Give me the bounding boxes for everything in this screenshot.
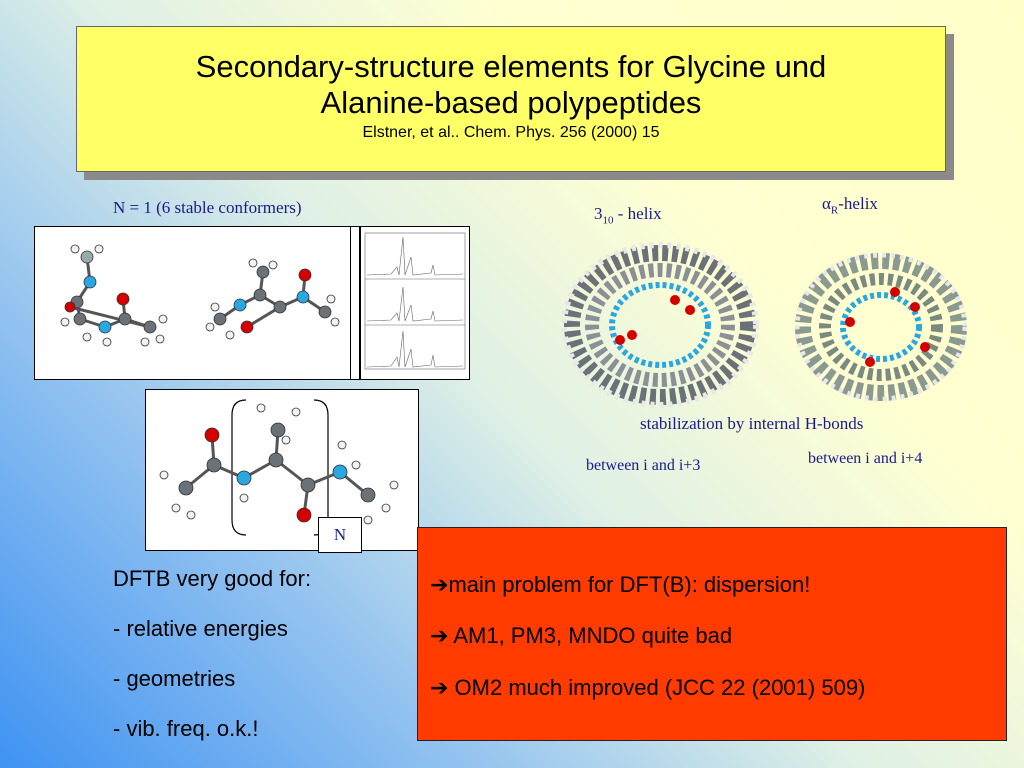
helix-310-image — [561, 242, 759, 408]
alpha-helix-image — [795, 252, 967, 402]
title-citation: Elstner, et al.. Chem. Phys. 256 (2000) … — [362, 124, 660, 141]
conformers-label: N = 1 (6 stable conformers) — [113, 198, 302, 217]
between-i4-label: between i and i+4 — [808, 450, 923, 467]
problem-text: main problem for DFT(B): dispersion! — [448, 572, 811, 597]
alpha-helix-label: αR-helix — [822, 194, 878, 216]
problems-box: ➔main problem for DFT(B): dispersion! ➔ … — [417, 527, 1007, 741]
stabilization-label: stabilization by internal H-bonds — [640, 414, 864, 433]
between-i3-label: between i and i+3 — [586, 457, 701, 474]
alpha-helix-text: -helix — [838, 194, 878, 213]
slide-title: Secondary-structure elements for Glycine… — [77, 49, 945, 121]
problem-item: ➔main problem for DFT(B): dispersion! — [430, 572, 810, 598]
vibrational-spectra-image — [364, 232, 466, 370]
conformer-molecules-panel — [34, 226, 360, 380]
title-line-1: Secondary-structure elements for Glycine… — [195, 49, 827, 84]
peptide-structure-image — [159, 399, 399, 536]
spectrum-panel — [360, 226, 470, 380]
helix-310-subscript: 10 — [602, 214, 614, 227]
problem-item: ➔ OM2 much improved (JCC 22 (2001) 509) — [430, 675, 865, 701]
dftb-item: - geometries — [113, 666, 236, 691]
dftb-item: - relative energies — [113, 616, 288, 641]
right-arrow-icon: ➔ — [430, 675, 449, 700]
dftb-list: DFTB very good for: - relative energies … — [113, 566, 311, 766]
alpha-symbol: α — [822, 194, 831, 213]
right-arrow-icon: ➔ — [430, 623, 449, 648]
helix-310-label: 310 - helix — [594, 204, 662, 226]
problem-item: ➔ AM1, PM3, MNDO quite bad — [430, 623, 732, 649]
problem-text: AM1, PM3, MNDO quite bad — [448, 623, 733, 648]
peptide-structure-panel — [145, 389, 419, 551]
helix-310-base: 3 — [594, 204, 603, 223]
alpha-subscript: R — [830, 204, 839, 217]
dftb-heading: DFTB very good for: — [113, 566, 312, 591]
n-label-box: N — [318, 517, 362, 553]
dftb-item: - vib. freq. o.k.! — [113, 716, 259, 741]
title-box: Secondary-structure elements for Glycine… — [76, 26, 946, 172]
spectrum-bracket — [350, 226, 361, 380]
title-line-2: Alanine-based polypeptides — [320, 85, 702, 120]
problem-text: OM2 much improved (JCC 22 (2001) 509) — [448, 675, 866, 700]
helix-310-text: - helix — [613, 204, 662, 223]
conformer-molecules-image — [60, 244, 340, 347]
right-arrow-icon: ➔ — [430, 572, 449, 597]
